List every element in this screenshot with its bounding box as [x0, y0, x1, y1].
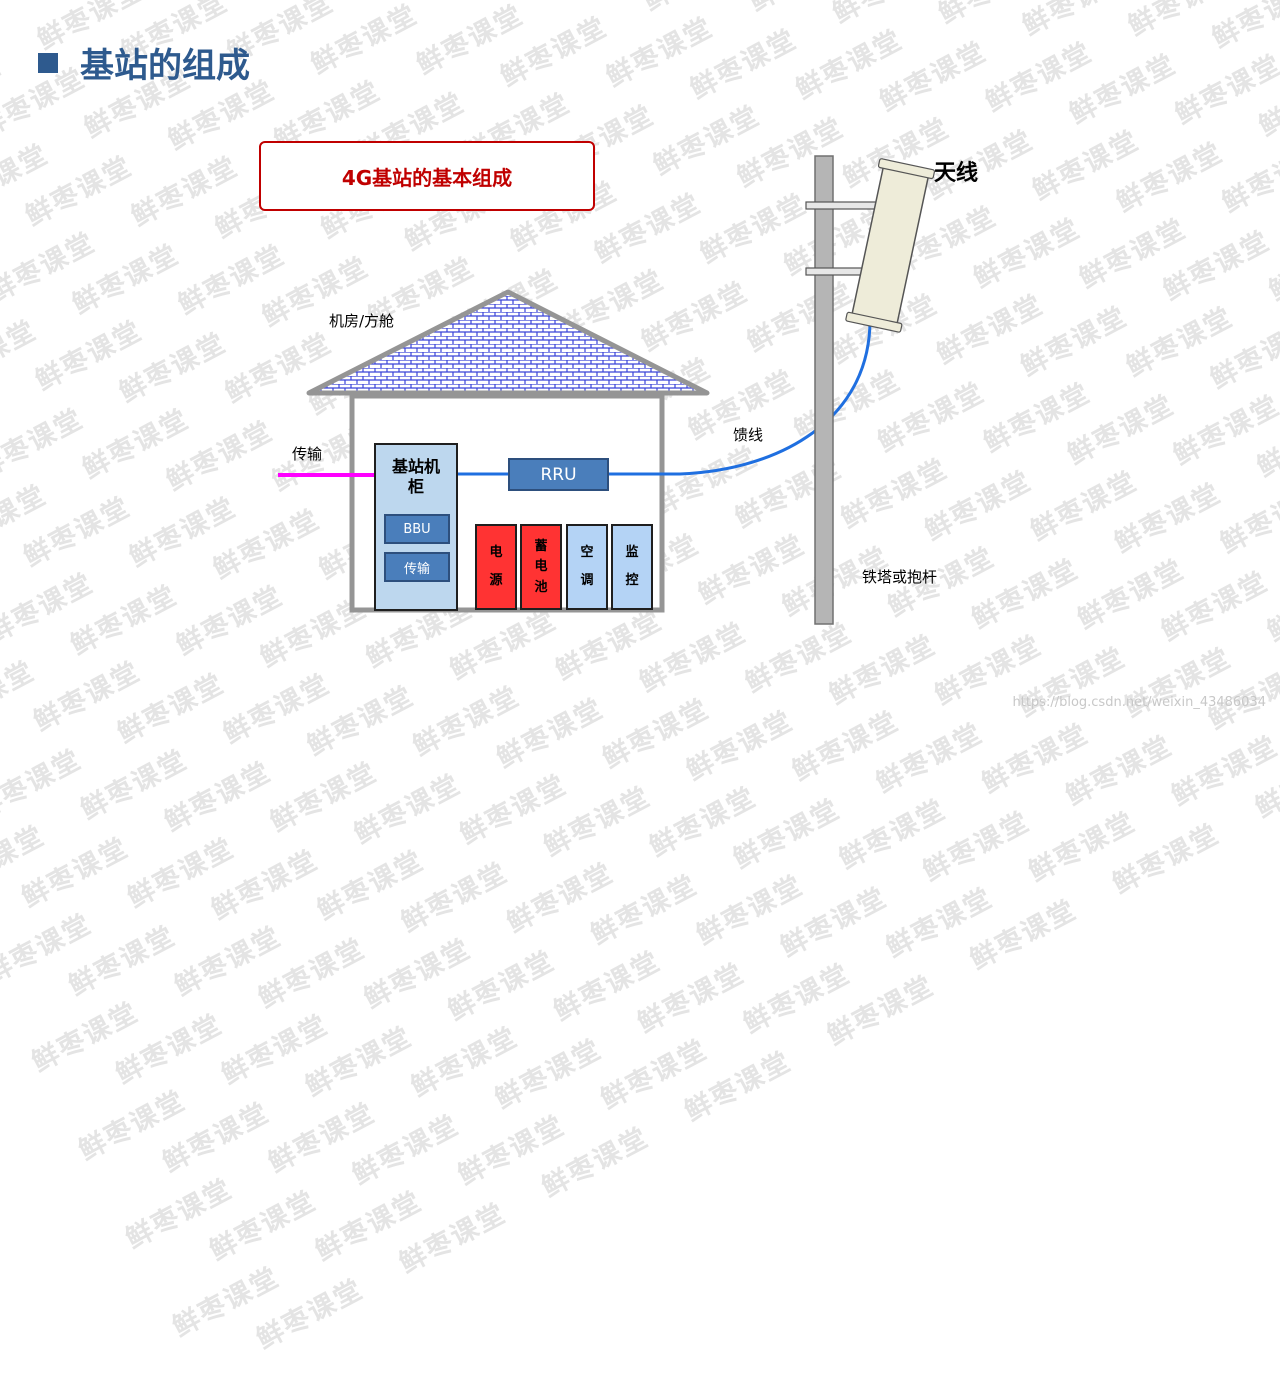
monitor-char-2: 控: [625, 572, 639, 588]
tower-label: 铁塔或抱杆: [862, 568, 938, 586]
monitoring: 监 控: [611, 524, 653, 610]
base-station-cabinet: 基站机柜 BBU 传输: [374, 443, 458, 611]
aircon-char-2: 调: [580, 572, 594, 588]
antenna: [845, 158, 936, 333]
base-station-diagram: [278, 155, 936, 625]
battery: 蓄 电 池: [520, 524, 562, 610]
cabinet-label: 基站机柜: [391, 457, 440, 496]
bracket-lower: [805, 267, 867, 276]
diagram-headline: 4G基站的基本组成: [259, 141, 595, 211]
antenna-label: 天线: [934, 161, 979, 186]
battery-char-3: 池: [534, 579, 548, 595]
air-conditioner: 空 调: [566, 524, 608, 610]
tower-pole: [814, 155, 834, 625]
footer-url: https://blog.csdn.net/weixin_43486034: [1012, 695, 1266, 710]
slide-title: 基站的组成: [38, 38, 250, 87]
transmission-module: 传输: [384, 552, 450, 582]
rru-unit: RRU: [508, 458, 609, 491]
power-char-1: 电: [489, 545, 503, 561]
title-text: 基站的组成: [80, 46, 250, 86]
battery-char-2: 电: [534, 559, 548, 574]
feeder-label: 馈线: [733, 426, 764, 444]
power-char-2: 源: [489, 572, 503, 588]
title-bullet-icon: [38, 52, 58, 73]
monitor-char-1: 监: [625, 545, 639, 561]
transmission-label: 传输: [292, 445, 323, 463]
bbu-module: BBU: [384, 514, 450, 544]
battery-char-1: 蓄: [534, 538, 548, 554]
room-label: 机房/方舱: [329, 312, 395, 330]
aircon-char-1: 空: [580, 545, 594, 561]
roof: [306, 289, 710, 396]
feeder-cable: [609, 319, 872, 476]
power-supply: 电 源: [475, 524, 517, 610]
